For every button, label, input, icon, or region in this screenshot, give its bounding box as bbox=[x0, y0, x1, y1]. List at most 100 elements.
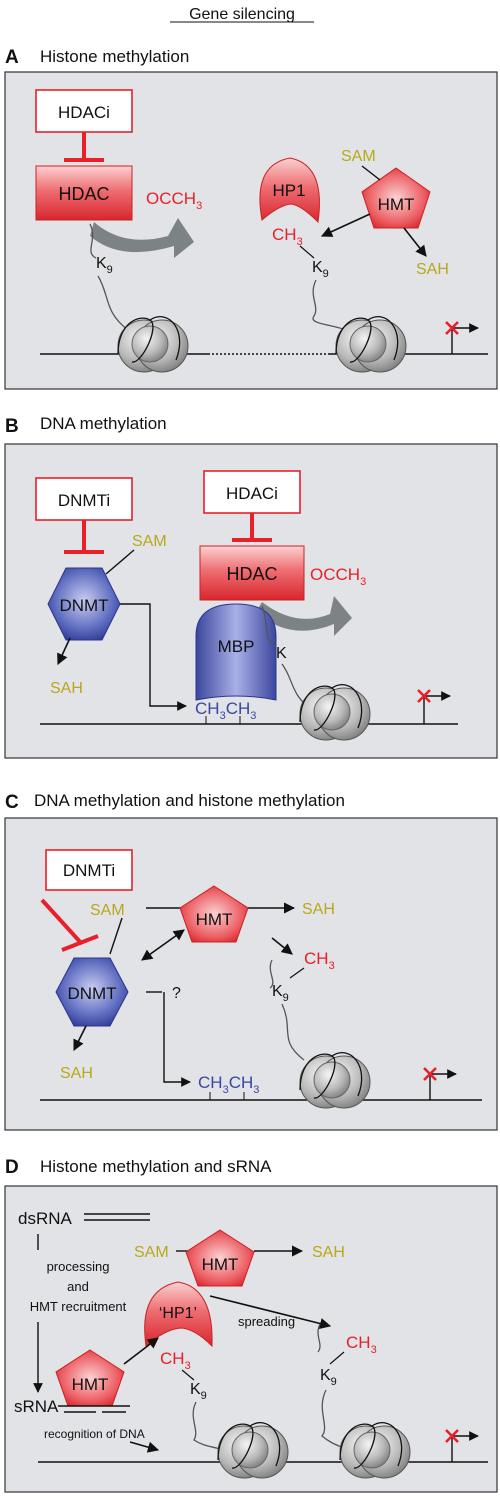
hmt-pentagon bbox=[361, 167, 431, 229]
k9-left-label: K9 bbox=[96, 255, 113, 276]
nucleosome-left bbox=[117, 316, 189, 373]
panel-d-heading: Histone methylation and sRNA bbox=[40, 1157, 272, 1176]
sah-label-b: SAH bbox=[50, 680, 83, 697]
panel-b-letter: B bbox=[5, 416, 19, 437]
hmt-label-c: HMT bbox=[196, 910, 233, 929]
occh3-label: OCCH3 bbox=[146, 189, 202, 212]
hdaci-label-b: HDACi bbox=[226, 484, 278, 503]
hdac-label: HDAC bbox=[58, 184, 109, 204]
nucleosome-d-left bbox=[217, 1422, 289, 1479]
dnmt-hmt-arrow bbox=[141, 929, 185, 961]
k9-left-label-d: K9 bbox=[190, 1381, 207, 1402]
dnmti-box bbox=[35, 477, 133, 521]
k9-right-label: K9 bbox=[312, 259, 329, 280]
ch3ch3-label-c: CH3CH3 bbox=[198, 1073, 259, 1096]
sah-arrow-c-bottom bbox=[73, 1025, 87, 1052]
sam-line bbox=[361, 165, 381, 181]
ch3-bond-c bbox=[289, 967, 305, 979]
panel-c-heading: DNA methylation and histone methylation bbox=[34, 791, 345, 810]
recognition-arrow bbox=[129, 1441, 160, 1453]
processing-text-2: and bbox=[67, 1279, 89, 1294]
hdac-label-b: HDAC bbox=[226, 564, 277, 584]
mbp-label: MBP bbox=[218, 637, 255, 656]
dnmti-inhibit-line-c bbox=[40, 898, 84, 946]
blocked-x-icon bbox=[445, 321, 459, 335]
sam-line-b bbox=[105, 549, 135, 575]
ch3-right-label-d: CH3 bbox=[346, 1333, 377, 1356]
hmt-pentagon-c bbox=[179, 885, 249, 943]
panel-a: A Histone methylation HDACi HDAC OCCH3 K… bbox=[4, 47, 498, 390]
panel-c-letter: C bbox=[5, 792, 19, 813]
hmt-top-label-d: HMT bbox=[202, 1255, 239, 1274]
sah-arrow bbox=[403, 227, 427, 257]
sam-label: SAM bbox=[341, 148, 376, 165]
hp1-dome-d bbox=[144, 1281, 213, 1348]
deacetylation-arrow bbox=[90, 218, 194, 258]
blocked-x-icon-c bbox=[423, 1067, 437, 1081]
histone-tail-left bbox=[89, 223, 129, 331]
ch3ch3-label-b: CH3CH3 bbox=[195, 699, 256, 722]
panel-b: B DNA methylation DNMTi DNMT SAM SAH HDA… bbox=[4, 414, 498, 759]
hp1-dome bbox=[259, 157, 320, 224]
ch3-right-bond-d bbox=[329, 1351, 345, 1365]
sah-label-d: SAH bbox=[312, 1244, 345, 1261]
nucleosome-right bbox=[335, 316, 407, 373]
hp1-label-d: ‘HP1’ bbox=[159, 1305, 197, 1322]
sam-label-d: SAM bbox=[134, 1244, 169, 1261]
hdac-block-b bbox=[199, 545, 305, 601]
hdac-block bbox=[35, 165, 133, 221]
ch3-left-bond-d bbox=[181, 1369, 195, 1381]
hdaci-label: HDACi bbox=[58, 103, 110, 122]
processing-text-3: HMT recruitment bbox=[30, 1299, 127, 1314]
figure-title: Gene silencing bbox=[189, 6, 295, 23]
sam-dnmt-line-c bbox=[109, 917, 123, 955]
blocked-x-icon-b bbox=[417, 689, 431, 703]
sah-top-label-c: SAH bbox=[302, 901, 335, 918]
mbp-block bbox=[195, 603, 277, 701]
sah-label: SAH bbox=[416, 261, 449, 278]
k9-right-label-d: K9 bbox=[320, 1367, 337, 1388]
dnmt-label: DNMT bbox=[59, 596, 108, 615]
srna-label: sRNA bbox=[14, 1397, 59, 1416]
ch3-label-c: CH3 bbox=[304, 949, 335, 972]
panel-a-heading: Histone methylation bbox=[40, 47, 189, 66]
panel-a-letter: A bbox=[5, 47, 19, 68]
hmt-label: HMT bbox=[378, 195, 415, 214]
ch3-bond bbox=[299, 245, 315, 259]
spreading-arrow bbox=[209, 1295, 332, 1329]
k-label-b: K bbox=[276, 645, 287, 662]
ch3-label: CH3 bbox=[272, 225, 303, 248]
hdaci-box bbox=[35, 89, 133, 133]
blocked-x-icon-d bbox=[445, 1429, 459, 1443]
sam-label-c: SAM bbox=[90, 902, 125, 919]
hmt-to-hp1-arrow bbox=[123, 1337, 159, 1365]
occh3-label-b: OCCH3 bbox=[310, 565, 366, 588]
dna-methyl-path-c bbox=[163, 992, 191, 1087]
panel-d: D Histone methylation and sRNA dsRNA pro… bbox=[4, 1157, 498, 1493]
nucleosome-d-right bbox=[339, 1422, 411, 1479]
methylation-arrow bbox=[320, 213, 371, 237]
dsrna-label: dsRNA bbox=[18, 1209, 73, 1228]
sah-arrow-b bbox=[57, 637, 71, 666]
spreading-label: spreading bbox=[238, 1314, 295, 1329]
dnmt-hexagon-c bbox=[55, 957, 129, 1027]
histone-tail-right bbox=[312, 279, 347, 331]
dnmti-label: DNMTi bbox=[58, 491, 110, 510]
dnmt-label-c: DNMT bbox=[67, 984, 116, 1003]
dnmti-label-c: DNMTi bbox=[63, 861, 115, 880]
methylation-path-arrow bbox=[120, 603, 187, 711]
hmt-left-label-d: HMT bbox=[72, 1375, 109, 1394]
hmt-pentagon-d-top bbox=[185, 1229, 255, 1287]
dnmt-hexagon bbox=[47, 567, 121, 641]
recognition-label: recognition of DNA bbox=[44, 1427, 145, 1441]
question-label-c: ? bbox=[172, 985, 181, 1002]
nucleosome-b bbox=[299, 684, 371, 741]
dnmti-inhibit-bar-c bbox=[61, 934, 99, 952]
processing-text-1: processing bbox=[47, 1259, 110, 1274]
nucleosome-c bbox=[299, 1052, 371, 1109]
panel-b-heading: DNA methylation bbox=[40, 414, 167, 433]
panel-c: C DNA methylation and histone methylatio… bbox=[4, 791, 498, 1131]
k9-label-c: K9 bbox=[272, 983, 289, 1004]
sah-bottom-label-c: SAH bbox=[60, 1065, 93, 1082]
